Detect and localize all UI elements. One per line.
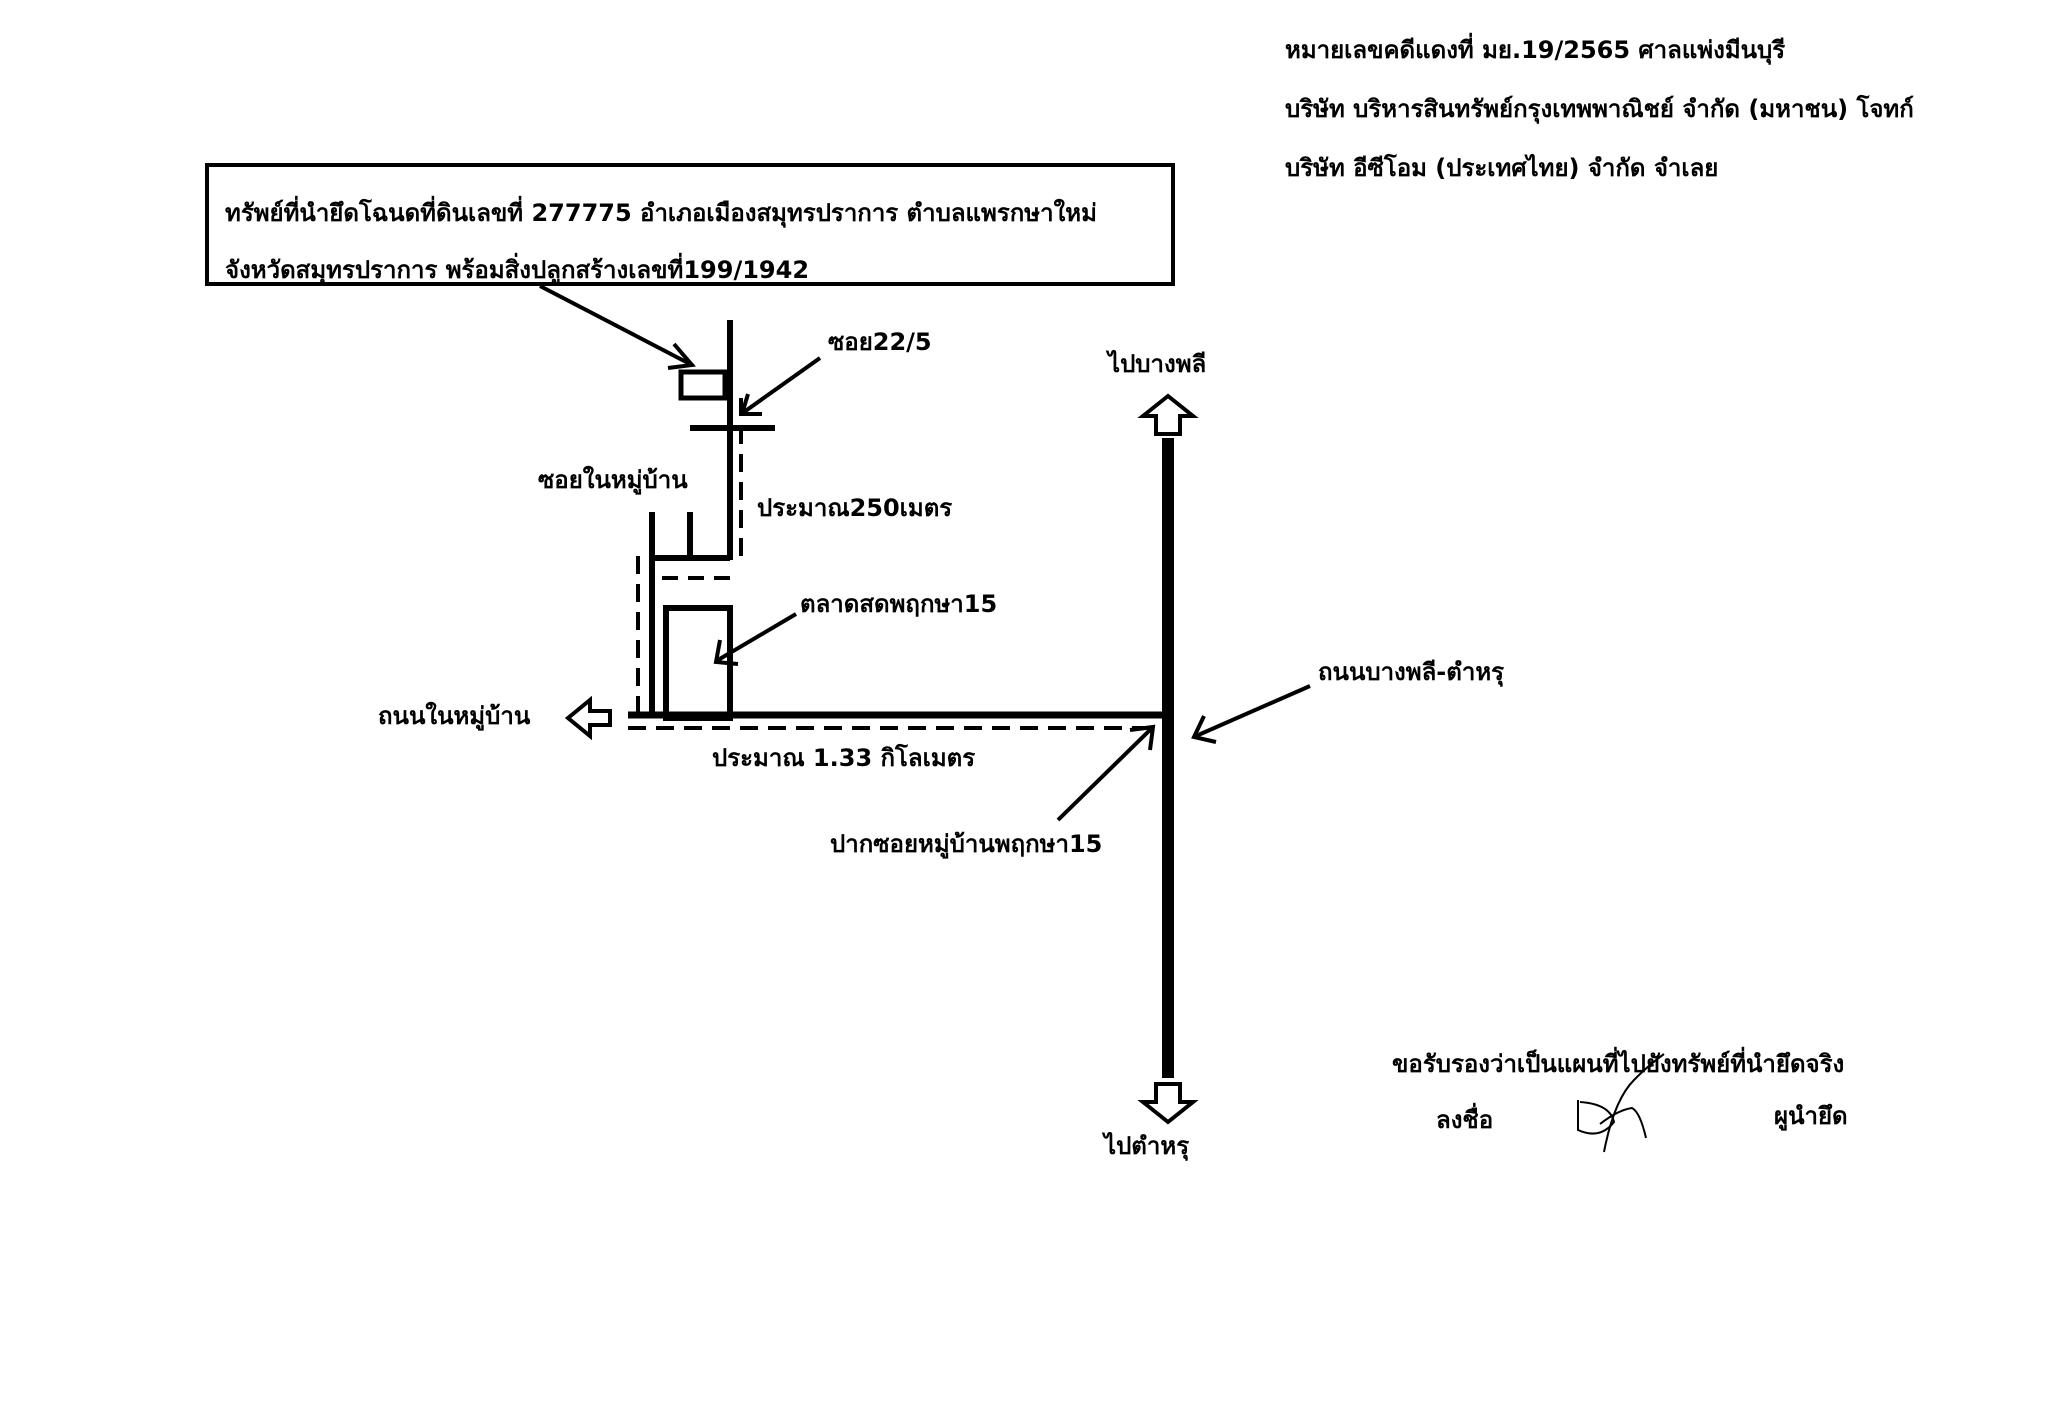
signature (1577, 1053, 1665, 1153)
plaintiff: บริษัท บริหารสินทรัพย์กรุงเทพพาณิชย์ จำก… (1285, 95, 1914, 123)
distance-1-33km-label: ประมาณ 1.33 กิโลเมตร (712, 744, 976, 772)
distance-250m-label: ประมาณ250เมตร (757, 494, 953, 522)
signer-role: ผูนำยึด (1774, 1102, 1848, 1130)
property-marker (678, 369, 728, 401)
left-arrow-icon (564, 695, 612, 741)
soi-22-5-label: ซอย22/5 (828, 328, 932, 356)
certification-statement: ขอรับรองว่าเป็นแผนที่ไปยังทรัพย์ที่นำยึด… (1392, 1050, 1845, 1078)
property-pointer (539, 284, 691, 366)
village-road-label: ถนนในหมู่บ้าน (378, 702, 531, 730)
case-number: หมายเลขคดีแดงที่ มย.19/2565 ศาลแพ่งมีนบุ… (1285, 36, 1786, 64)
soi-pointer (742, 356, 822, 414)
property-line-2: จังหวัดสมุทรปราการ พร้อมสิ่งปลูกสร้างเลข… (225, 256, 810, 284)
soi-entrance-label: ปากซอยหมู่บ้านพฤกษา15 (830, 830, 1103, 858)
property-description-box: ทรัพย์ที่นำยึดโฉนดที่ดินเลขที่ 277775 อำ… (205, 163, 1175, 286)
case-header: หมายเลขคดีแดงที่ มย.19/2565 ศาลแพ่งมีนบุ… (1285, 30, 1914, 207)
village-soi-label: ซอยในหมู่บ้าน (538, 466, 688, 494)
down-arrow-icon (1137, 1082, 1199, 1125)
pointer-arrows (539, 284, 1311, 822)
to-bangphli-label: ไปบางพลี (1108, 350, 1207, 378)
market-label: ตลาดสดพฤกษา15 (800, 590, 998, 618)
defendant: บริษัท อีซีโอม (ประเทศไทย) จำกัด จำเลย (1285, 154, 1719, 182)
market-pointer-head (713, 639, 739, 666)
main-road-pointer (1195, 684, 1311, 738)
main-road-pointer-head (1191, 715, 1217, 744)
property-line-1: ทรัพย์ที่นำยึดโฉนดที่ดินเลขที่ 277775 อำ… (225, 199, 1097, 227)
entrance-pointer (1056, 726, 1154, 822)
soi-pointer-head (739, 393, 762, 416)
sign-label: ลงชื่อ (1436, 1106, 1494, 1134)
market-pointer (716, 612, 798, 662)
main-road-label: ถนนบางพลี-ตำหรุ (1318, 658, 1505, 686)
to-tamru-label: ไปตำหรุ (1104, 1132, 1190, 1160)
up-arrow-icon (1137, 393, 1199, 436)
property-pointer-head (667, 342, 696, 370)
entrance-pointer-head (1129, 724, 1156, 751)
